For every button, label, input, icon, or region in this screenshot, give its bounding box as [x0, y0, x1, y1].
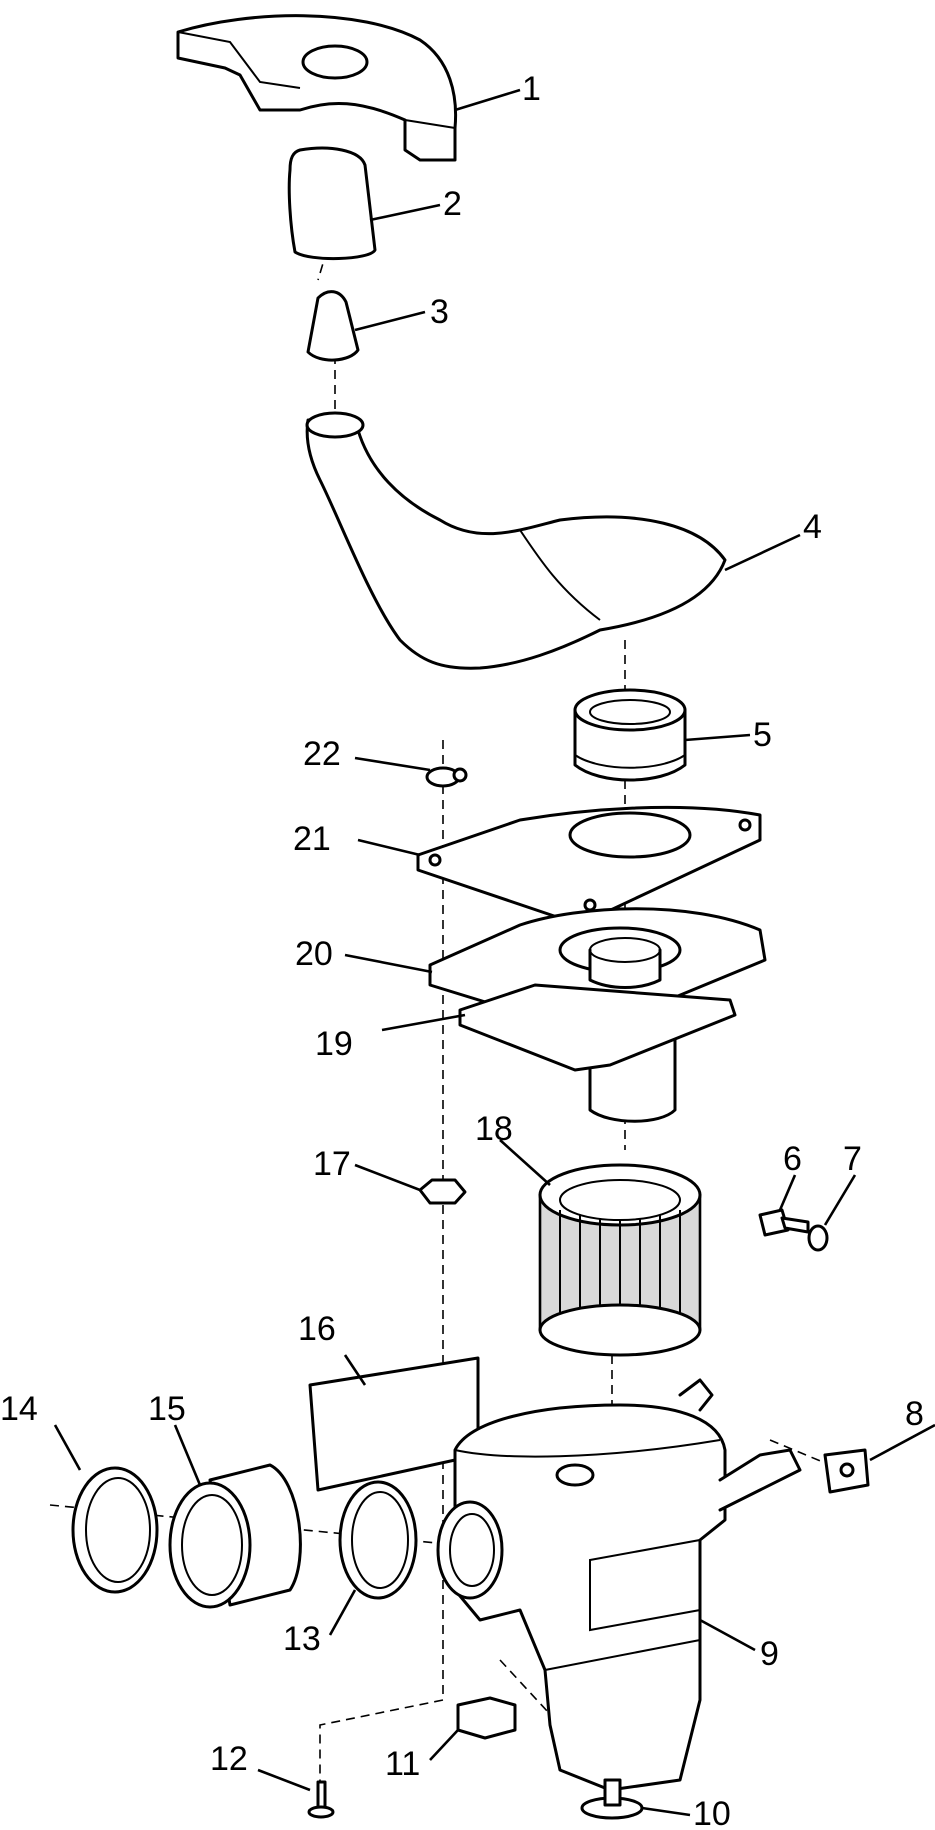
callout-3: 3 — [430, 293, 449, 331]
part-8-clip — [823, 1448, 870, 1494]
part-16-label — [308, 1356, 480, 1492]
callout-21: 21 — [293, 820, 331, 858]
callout-9: 9 — [760, 1635, 779, 1673]
callout-11: 11 — [385, 1745, 420, 1783]
callout-6: 6 — [783, 1140, 802, 1178]
part-4-duct — [305, 411, 727, 670]
part-19-gasket — [458, 983, 737, 1072]
part-18-filter — [538, 1163, 702, 1357]
callout-7: 7 — [843, 1140, 862, 1178]
callout-10: 10 — [693, 1795, 731, 1830]
part-12-bolt — [307, 1780, 335, 1819]
callout-16: 16 — [298, 1310, 336, 1348]
part-1-cover — [176, 14, 458, 162]
callout-22: 22 — [303, 735, 341, 773]
callout-5: 5 — [753, 716, 772, 754]
part-9-inlet — [436, 1500, 504, 1600]
callout-1: 1 — [522, 70, 541, 108]
part-13-clamp — [338, 1480, 418, 1600]
callout-4: 4 — [803, 508, 822, 546]
part-3-coupler — [306, 290, 360, 362]
part-17-nut — [418, 1178, 467, 1205]
callout-2: 2 — [443, 185, 462, 223]
callout-20: 20 — [295, 935, 333, 973]
callout-13: 13 — [283, 1620, 321, 1658]
part-11-foam — [456, 1696, 517, 1740]
part-7-washer — [807, 1224, 829, 1252]
part-5-sleeve — [573, 688, 687, 782]
callout-17: 17 — [313, 1145, 351, 1183]
part-2-intake — [287, 146, 377, 260]
part-21-plate — [416, 805, 762, 920]
callout-19: 19 — [315, 1025, 353, 1063]
callout-12: 12 — [210, 1740, 248, 1778]
callout-18: 18 — [475, 1110, 513, 1148]
callout-14: 14 — [0, 1390, 38, 1428]
part-22-clip — [425, 766, 468, 788]
callout-labels: 1 2 3 4 5 6 7 8 9 10 11 12 13 14 15 16 1… — [0, 70, 924, 1830]
leader-lines — [53, 88, 935, 1817]
callout-15: 15 — [148, 1390, 186, 1428]
callout-8: 8 — [905, 1395, 924, 1433]
part-6-screw — [758, 1208, 810, 1237]
part-14-clamp — [71, 1466, 159, 1594]
part-15-boot — [168, 1463, 302, 1609]
